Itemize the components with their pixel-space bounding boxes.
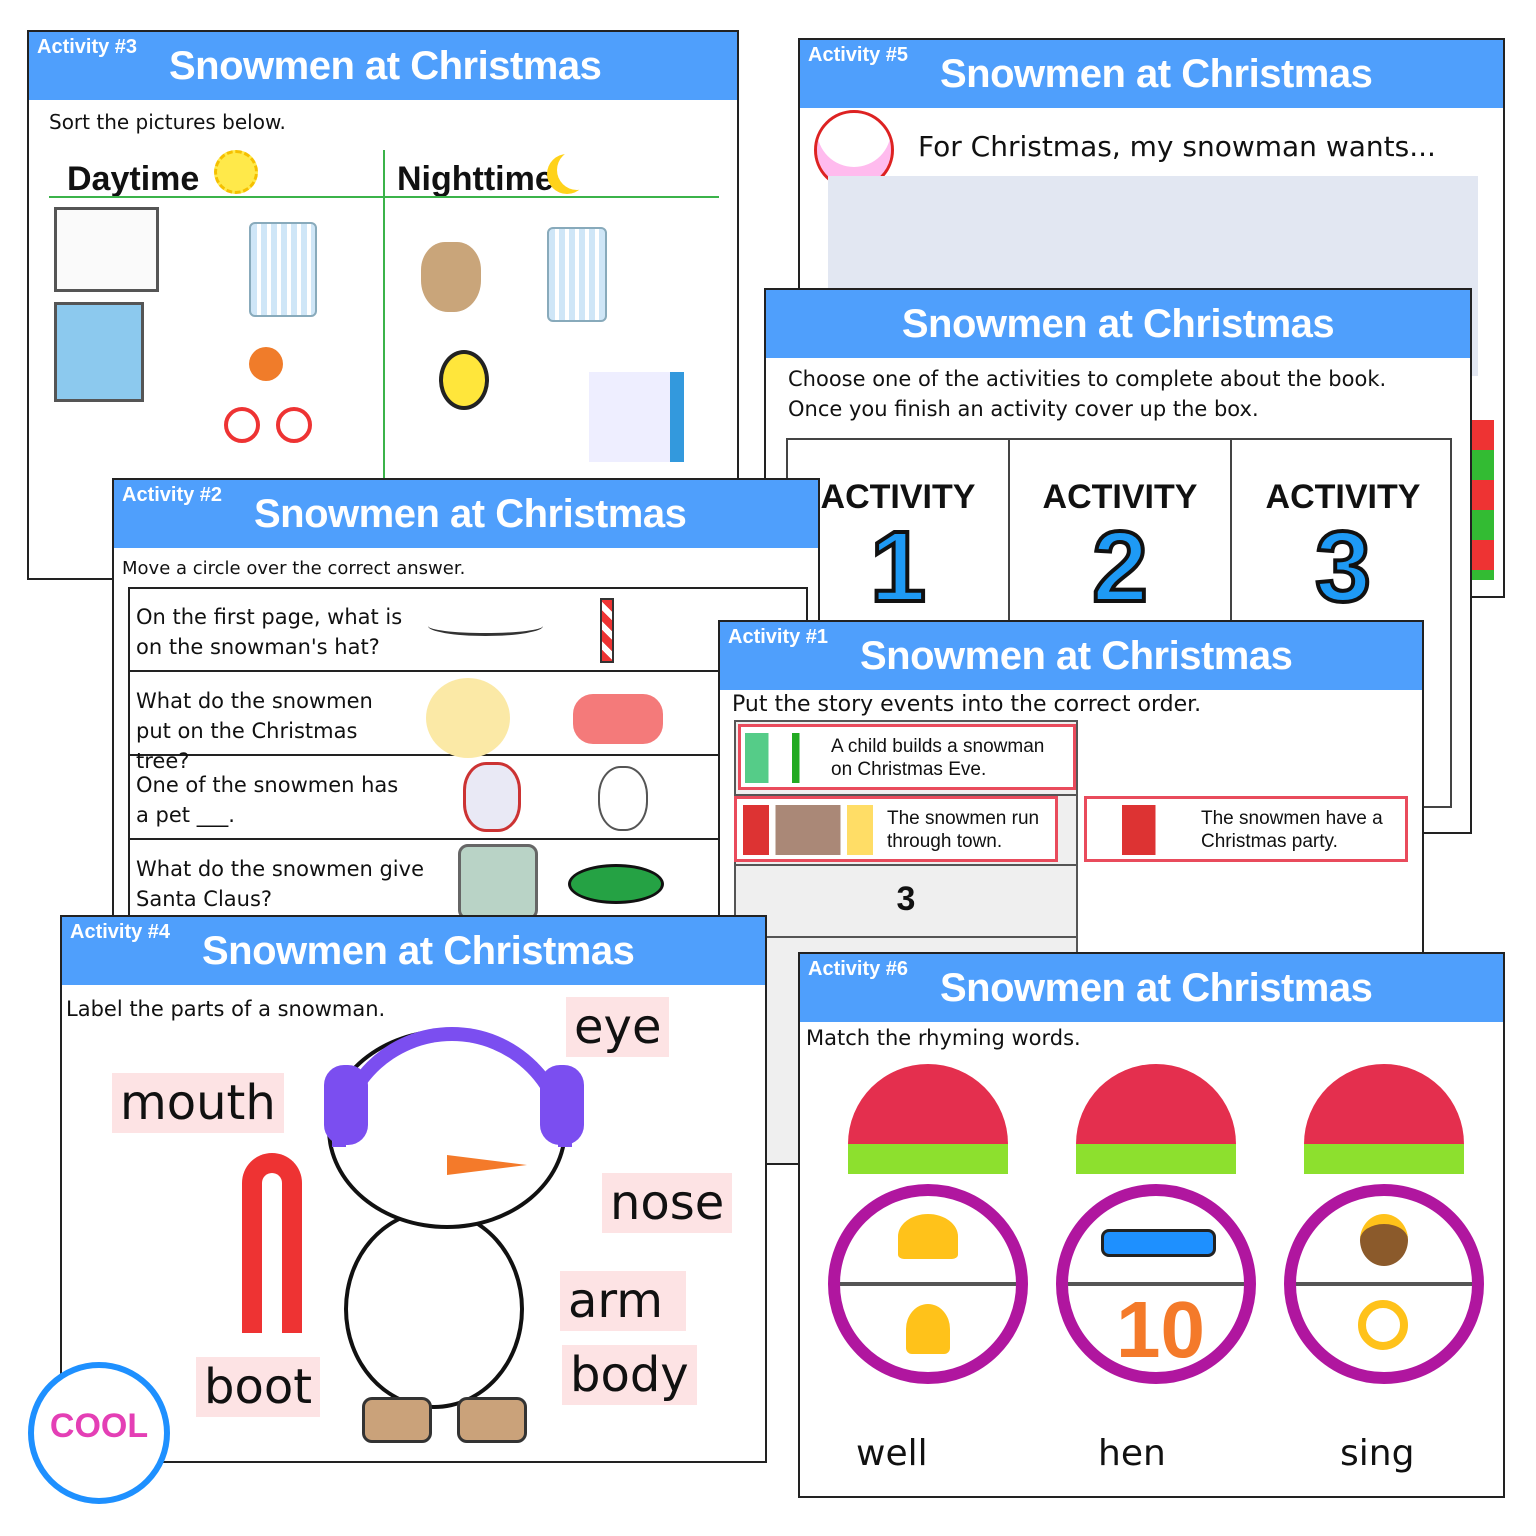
- instruction: Move a circle over the correct answer.: [122, 558, 466, 579]
- event-card[interactable]: A child builds a snowman on Christmas Ev…: [738, 724, 1076, 790]
- activity-tag: Activity #1: [728, 626, 829, 648]
- unicorn-answer[interactable]: [463, 762, 521, 832]
- word-sing: sing: [1340, 1433, 1415, 1474]
- slide-header: Activity #5 Snowmen at Christmas: [800, 40, 1503, 108]
- event-card[interactable]: The snowmen run through town.: [734, 796, 1058, 862]
- slide-title: Snowmen at Christmas: [254, 492, 687, 536]
- slide-header: Activity #6 Snowmen at Christmas: [800, 954, 1503, 1022]
- event-text: A child builds a snowman on Christmas Ev…: [831, 736, 1045, 780]
- activity-2-slide: Activity #2 Snowmen at Christmas Move a c…: [112, 478, 820, 938]
- party-picture: [1093, 805, 1189, 855]
- slide-title: Snowmen at Christmas: [940, 966, 1373, 1010]
- activity-tag: Activity #5: [808, 44, 909, 66]
- mittens-answer[interactable]: [573, 694, 663, 744]
- activity-4-slide: Activity #4 Snowmen at Christmas Label th…: [60, 915, 767, 1463]
- label-mouth[interactable]: mouth: [112, 1073, 284, 1133]
- question-row: On the first page, what is on the snowma…: [128, 588, 810, 672]
- activity-word: ACTIVITY: [820, 478, 976, 516]
- slide-header: Snowmen at Christmas: [766, 290, 1470, 358]
- slide-header: Activity #4 Snowmen at Christmas: [62, 917, 765, 985]
- moon-icon: [557, 150, 597, 190]
- instruction: Sort the pictures below.: [49, 110, 286, 134]
- slide-header: Activity #1 Snowmen at Christmas: [720, 622, 1422, 690]
- word-well: well: [856, 1433, 928, 1474]
- activity-tag: Activity #6: [808, 958, 909, 980]
- activity-tag: Activity #3: [37, 36, 138, 58]
- slide-header: Activity #3 Snowmen at Christmas: [29, 32, 737, 100]
- activity-word: ACTIVITY: [1042, 478, 1198, 516]
- question-text: On the first page, what is on the snowma…: [136, 605, 403, 659]
- activity-6-slide: Activity #6 Snowmen at Christmas Match th…: [798, 952, 1505, 1498]
- town-picture: [743, 805, 873, 855]
- activity-tag: Activity #4: [70, 921, 171, 943]
- event-text: The snowmen have a Christmas party.: [1201, 808, 1383, 852]
- instruction: Choose one of the activities to complete…: [788, 367, 1387, 421]
- label-eye[interactable]: eye: [566, 997, 670, 1057]
- child-snowman-picture: [745, 733, 823, 783]
- activity-tag: Activity #2: [122, 484, 223, 506]
- label-arm[interactable]: arm: [560, 1271, 686, 1331]
- slide-header: Activity #2 Snowmen at Christmas: [114, 480, 818, 548]
- daytime-heading: Daytime: [67, 160, 200, 198]
- rhyme-snowman[interactable]: [828, 1064, 1028, 1414]
- event-card[interactable]: The snowmen have a Christmas party.: [1084, 796, 1408, 862]
- mouse-answer[interactable]: [598, 766, 648, 831]
- teacher-picture: [54, 207, 159, 292]
- sun-icon: [214, 150, 258, 194]
- student-desk-picture: [54, 302, 144, 402]
- slide-title: Snowmen at Christmas: [169, 44, 602, 88]
- nighttime-heading: Nighttime: [397, 160, 554, 198]
- label-boot[interactable]: boot: [196, 1357, 321, 1417]
- question-row: What do the snowmen put on the Christmas…: [128, 672, 810, 773]
- activity-number: 2: [1090, 511, 1150, 623]
- cookies-plate-answer[interactable]: [568, 864, 664, 904]
- prompt: For Christmas, my snowman wants...: [918, 130, 1436, 163]
- snowballs-answer[interactable]: [426, 678, 510, 758]
- instruction: Match the rhyming words.: [806, 1026, 1081, 1050]
- question-text: What do the snowmen put on the Christmas…: [136, 689, 373, 773]
- event-text: The snowmen run through town.: [887, 808, 1040, 852]
- slide-title: Snowmen at Christmas: [940, 52, 1373, 96]
- lights-answer[interactable]: [428, 616, 543, 636]
- bike-picture: [224, 347, 314, 447]
- gift-icon: [1472, 420, 1494, 580]
- bath-picture: [589, 372, 684, 462]
- sleeping-child-picture: [249, 222, 317, 317]
- question-row: One of the snowmen has a pet ___.: [128, 756, 810, 840]
- slide-title: Snowmen at Christmas: [202, 929, 635, 973]
- firefly-picture: [439, 350, 489, 410]
- rhyme-snowman[interactable]: [1284, 1064, 1484, 1414]
- cocoa-mug-answer[interactable]: [458, 844, 538, 920]
- word-hen: hen: [1098, 1433, 1166, 1474]
- label-nose[interactable]: nose: [602, 1173, 733, 1233]
- activity-number: 3: [1313, 511, 1373, 623]
- slide-title: Snowmen at Christmas: [901, 302, 1335, 346]
- instruction: Put the story events into the correct or…: [732, 692, 1202, 717]
- owl-picture: [421, 242, 481, 312]
- instruction: Label the parts of a snowman.: [66, 997, 386, 1021]
- question-text: What do the snowmen give Santa Claus?: [136, 857, 424, 911]
- activity-word: ACTIVITY: [1265, 478, 1421, 516]
- label-body[interactable]: body: [562, 1345, 697, 1405]
- question-row: What do the snowmen give Santa Claus?: [128, 840, 810, 924]
- slot-number: 3: [896, 880, 916, 918]
- candy-cane-answer[interactable]: [600, 598, 614, 663]
- activity-number: 1: [868, 511, 928, 623]
- rhyme-snowman[interactable]: 10: [1056, 1064, 1256, 1414]
- question-text: One of the snowmen has a pet ___.: [136, 773, 399, 827]
- staying-cool-library-logo: COOL: [28, 1362, 170, 1504]
- sleeping-child-picture-2: [547, 227, 607, 322]
- slide-title: Snowmen at Christmas: [860, 634, 1293, 678]
